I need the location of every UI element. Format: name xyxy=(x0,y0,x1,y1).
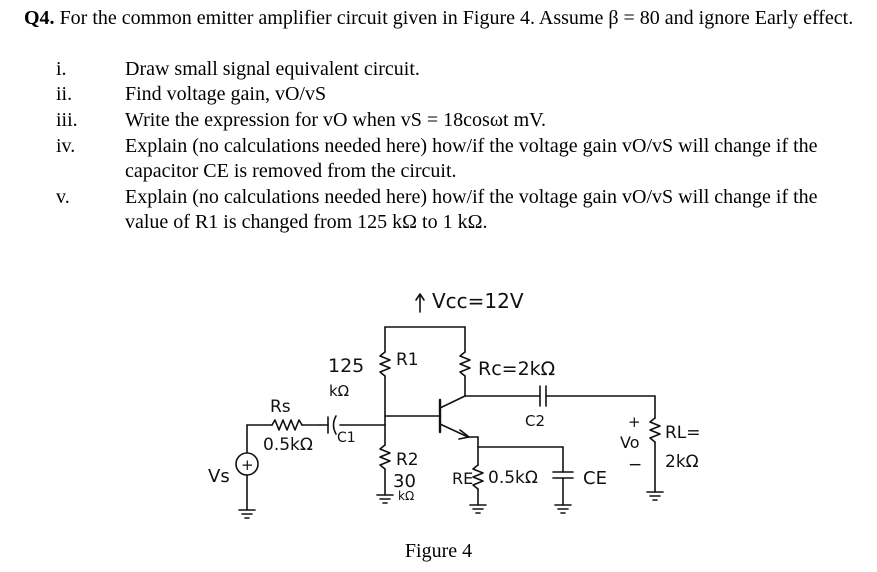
c1-label: C1 xyxy=(337,430,356,446)
re-value-label: 0.5kΩ xyxy=(488,468,538,488)
rc-label: Rc=2kΩ xyxy=(478,358,555,380)
vs-plus-sign: + xyxy=(241,456,254,474)
r2-name-label: R2 xyxy=(396,450,419,470)
r1-value-label: 125 xyxy=(328,355,364,377)
r2-resistor xyxy=(376,424,394,504)
r2-value-label: 30 xyxy=(393,471,416,492)
r1-unit-label: kΩ xyxy=(329,382,349,400)
item-text: Find voltage gain, vO/vS xyxy=(125,83,327,105)
item-number: iii. xyxy=(56,109,78,131)
figure-caption: Figure 4 xyxy=(404,540,473,562)
r2-unit-label: kΩ xyxy=(398,489,414,503)
rl-value-label: 2kΩ xyxy=(665,452,699,472)
rs-label: Rs xyxy=(270,397,291,417)
re-label: RE xyxy=(452,469,473,488)
c1-capacitor xyxy=(319,415,386,435)
vs-label: Vs xyxy=(208,466,230,487)
item-text: Draw small signal equivalent circuit. xyxy=(125,58,420,80)
item-number: v. xyxy=(56,186,70,208)
question-number: Q4. xyxy=(24,7,55,29)
ce-label: CE xyxy=(583,468,607,489)
question-intro: For the common emitter amplifier circuit… xyxy=(59,7,854,29)
rl-resistor xyxy=(646,395,664,501)
vo-plus-sign: + xyxy=(628,413,641,431)
rs-resistor xyxy=(246,419,321,431)
r1-name-label: R1 xyxy=(396,350,419,370)
vs-source xyxy=(235,424,259,519)
bjt-transistor xyxy=(384,395,470,440)
rs-value-label: 0.5kΩ xyxy=(263,435,313,455)
ce-capacitor xyxy=(552,446,574,514)
rl-label: RL= xyxy=(665,423,701,443)
item-text: Explain (no calculations needed here) ho… xyxy=(125,186,818,233)
re-resistor xyxy=(469,446,487,514)
rc-resistor xyxy=(459,326,471,397)
item-text: Write the expression for vO when vS = 18… xyxy=(125,109,546,131)
item-number: ii. xyxy=(56,83,73,105)
r1-resistor xyxy=(379,326,391,426)
question-header: Q4. For the common emitter amplifier cir… xyxy=(24,6,864,31)
vcc-label: Vcc=12V xyxy=(432,289,524,313)
item-text: Explain (no calculations needed here) ho… xyxy=(125,135,818,182)
item-number: i. xyxy=(56,58,67,80)
vcc-node xyxy=(415,293,425,313)
vo-minus-sign: − xyxy=(628,455,642,475)
c2-capacitor xyxy=(464,385,656,407)
vo-label: Vo xyxy=(620,433,640,452)
item-number: iv. xyxy=(56,135,76,157)
c2-label: C2 xyxy=(525,412,545,430)
emitter-node xyxy=(467,436,564,448)
